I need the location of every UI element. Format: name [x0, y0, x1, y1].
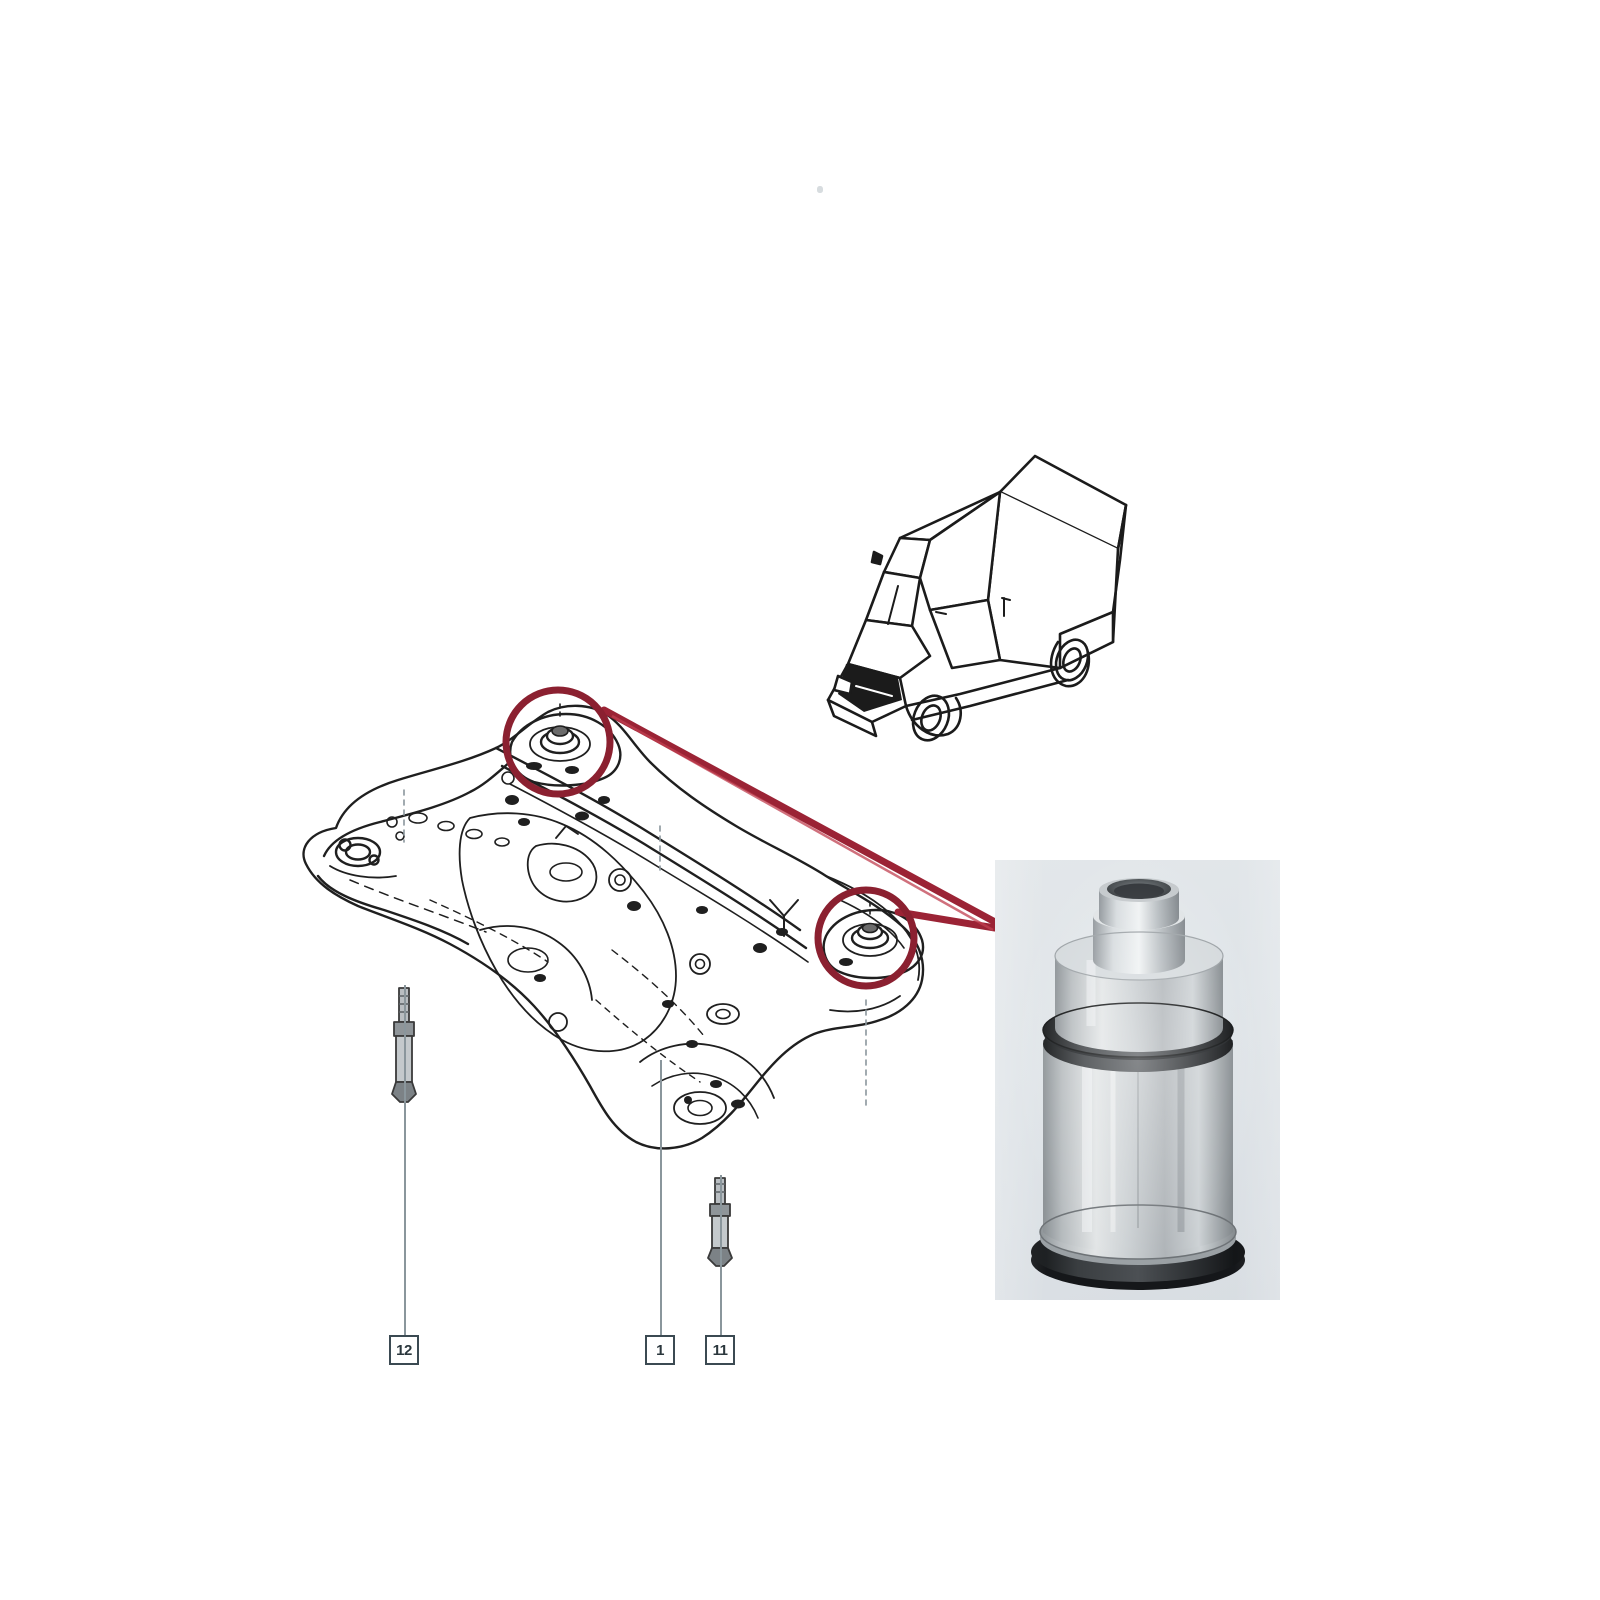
bushing-render [1031, 878, 1245, 1290]
callout-leader-11 [720, 1175, 722, 1335]
subframe-bushing-photo [995, 860, 1280, 1300]
callout-box-1[interactable]: 1 [645, 1335, 675, 1365]
callout-box-11[interactable]: 11 [705, 1335, 735, 1365]
callout-leader-12 [404, 985, 406, 1335]
photo-vignette [995, 860, 1280, 1300]
callout-label-12: 12 [396, 1341, 412, 1359]
callout-label-11: 11 [712, 1341, 728, 1359]
callout-label-1: 1 [656, 1341, 664, 1359]
callout-leader-1 [660, 1060, 662, 1335]
callout-box-12[interactable]: 12 [389, 1335, 419, 1365]
scan-artifact-speck [817, 186, 823, 193]
